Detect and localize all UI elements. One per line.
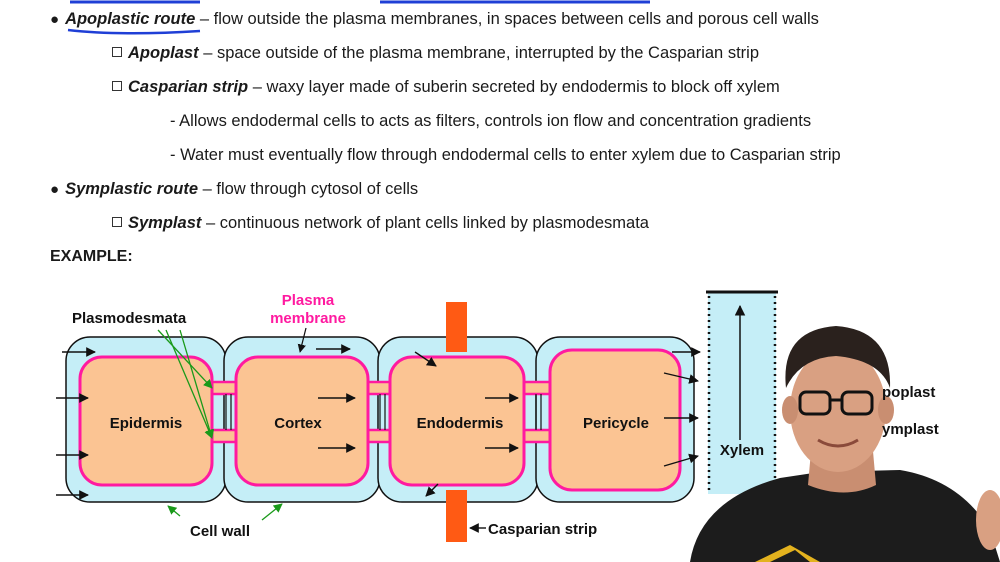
note-apoplast: Apoplast – space outside of the plasma m… — [112, 44, 759, 63]
note-text: – continuous network of plant cells link… — [205, 214, 649, 232]
example-label: EXAMPLE: — [50, 248, 133, 265]
term-apoplast: Apoplast — [128, 44, 199, 62]
note-text: - Allows endodermal cells to acts as fil… — [170, 112, 812, 130]
cells — [78, 348, 682, 492]
term-casparian-strip: Casparian strip — [128, 78, 249, 96]
note-apoplastic-route: ● Apoplastic route – flow outside the pla… — [50, 10, 819, 29]
note-text: - Water must eventually flow through end… — [170, 146, 841, 164]
label-xylem: Xylem — [720, 442, 764, 459]
label-endodermis: Endodermis — [417, 415, 504, 432]
underline-mark — [67, 28, 201, 35]
note-symplastic-route: ● Symplastic route – flow through cytosol… — [50, 180, 418, 199]
note-text: – space outside of the plasma membrane, … — [203, 44, 759, 62]
note-symplast: Symplast – continuous network of plant c… — [112, 214, 649, 233]
checkbox-icon — [112, 81, 122, 91]
checkbox-icon — [112, 47, 122, 57]
legend-apoplast: poplast — [882, 384, 935, 401]
cell-endodermis — [388, 355, 526, 487]
label-pericycle: Pericycle — [583, 415, 649, 432]
label-epidermis: Epidermis — [110, 415, 183, 432]
flow-arrows — [56, 344, 701, 500]
checkbox-icon — [112, 217, 122, 227]
note-casparian-strip: Casparian strip – waxy layer made of sub… — [112, 78, 780, 97]
term-symplastic-route: Symplastic route — [65, 180, 199, 198]
term-apoplastic-route: Apoplastic route — [65, 10, 196, 28]
legend-symplast: ymplast — [882, 421, 939, 438]
cell-epidermis — [78, 355, 214, 487]
cell-pericycle — [548, 348, 682, 492]
label-cortex: Cortex — [274, 415, 322, 432]
note-water-flow: - Water must eventually flow through end… — [170, 146, 841, 165]
xylem-column — [708, 292, 776, 494]
label-casparian-strip: Casparian strip — [488, 521, 597, 538]
note-text: – flow through cytosol of cells — [202, 180, 419, 198]
bullet-icon: ● — [50, 181, 60, 198]
bullet-icon: ● — [50, 11, 60, 28]
label-plasmodesmata: Plasmodesmata — [72, 310, 187, 327]
casparian-strip-bottom — [446, 490, 467, 542]
casparian-strip-top — [446, 302, 467, 352]
note-text: – waxy layer made of suberin secreted by… — [252, 78, 780, 96]
term-symplast: Symplast — [128, 214, 202, 232]
label-cell-wall: Cell wall — [190, 523, 250, 540]
label-membrane: membrane — [270, 310, 346, 327]
note-filters: - Allows endodermal cells to acts as fil… — [170, 112, 811, 131]
label-plasma: Plasma — [282, 292, 335, 309]
note-text: – flow outside the plasma membranes, in … — [199, 10, 819, 28]
cell-cortex — [234, 355, 370, 487]
